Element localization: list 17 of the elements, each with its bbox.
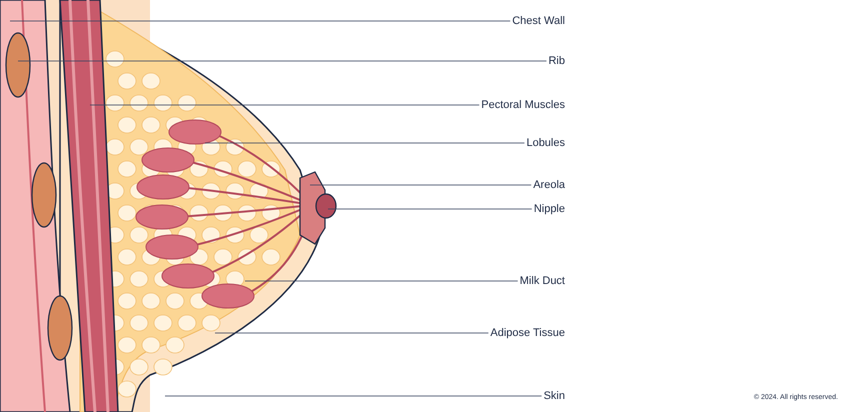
leader-line bbox=[214, 332, 489, 334]
part-label: Adipose Tissue bbox=[490, 326, 565, 340]
leader-line bbox=[90, 104, 480, 106]
leader-line bbox=[10, 20, 511, 22]
part-label: Lobules bbox=[526, 136, 565, 150]
part-label: Chest Wall bbox=[512, 14, 565, 28]
leader-line bbox=[204, 142, 525, 144]
part-label: Rib bbox=[548, 54, 565, 68]
part-label: Nipple bbox=[534, 202, 565, 216]
part-label: Areola bbox=[533, 178, 565, 192]
leader-line bbox=[328, 208, 532, 210]
leader-line bbox=[18, 60, 547, 62]
part-label: Pectoral Muscles bbox=[481, 98, 565, 112]
leader-line bbox=[244, 280, 518, 282]
part-label: Skin bbox=[544, 389, 565, 403]
leader-line bbox=[310, 184, 532, 186]
part-label: Milk Duct bbox=[520, 274, 565, 288]
